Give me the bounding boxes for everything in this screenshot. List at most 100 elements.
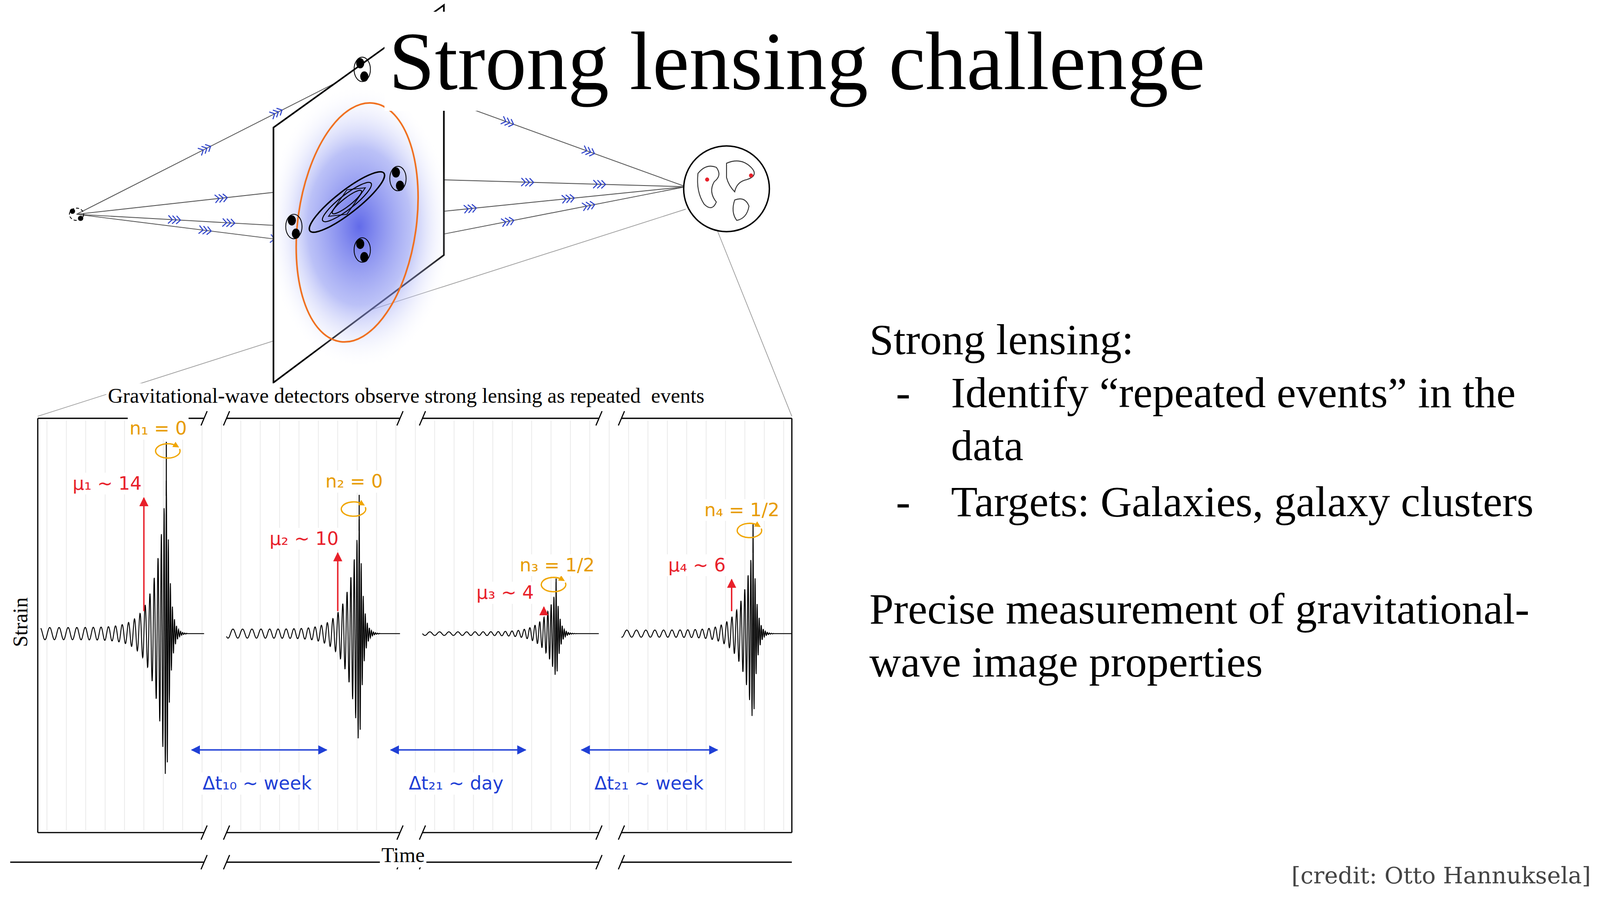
illustration-path <box>222 218 236 228</box>
illustration-line <box>705 420 707 831</box>
illustration-line <box>337 553 339 612</box>
illustration-circle <box>705 177 710 182</box>
bullet-text: Targets: Galaxies, galaxy clusters <box>951 475 1534 529</box>
credit-note: [credit: Otto Hannuksela] <box>1291 861 1591 890</box>
illustration-line <box>511 420 513 831</box>
illustration-line <box>422 861 599 864</box>
illustration-circle <box>749 173 754 178</box>
illustration-line <box>492 420 494 831</box>
illustration-ellipse <box>391 167 401 178</box>
illustration-g <box>354 56 371 82</box>
illustration-path <box>463 203 477 214</box>
illustration-path <box>581 200 596 211</box>
illustration-line <box>395 420 397 831</box>
illustration-path <box>697 165 719 208</box>
illustration-line <box>434 420 436 831</box>
illustration-ellipse <box>354 56 371 82</box>
illustration-line <box>201 855 208 870</box>
illustration-line <box>76 214 294 227</box>
illustration-g <box>9 5 792 870</box>
illustration-ellipse <box>318 177 376 227</box>
illustration-line <box>570 420 571 831</box>
illustration-line <box>165 441 167 496</box>
illustration-ellipse <box>302 164 391 240</box>
illustration-line <box>422 832 599 834</box>
slide-title: Strong lensing challenge <box>384 11 1210 111</box>
illustration-line <box>226 417 400 419</box>
illustration-ellipse <box>281 95 433 351</box>
illustration-line <box>279 420 281 831</box>
illustration-line <box>595 855 602 870</box>
illustration-line <box>422 417 599 419</box>
illustration-ellipse <box>389 166 407 191</box>
illustration-line <box>223 855 230 870</box>
illustration-line <box>201 411 208 426</box>
illustration-path <box>621 530 792 717</box>
illustration-line <box>419 825 426 840</box>
illustration-line <box>221 420 223 831</box>
illustration-line <box>667 420 668 831</box>
illustration-line <box>717 230 792 417</box>
phase-label: n₂ = 0 <box>323 470 385 493</box>
illustration-ellipse <box>395 180 405 191</box>
illustration-line <box>223 411 230 426</box>
illustration-line <box>763 420 765 831</box>
illustration-path <box>521 178 534 187</box>
illustration-line <box>358 494 360 532</box>
illustration-path <box>198 225 212 236</box>
illustration-line <box>621 832 792 834</box>
illustration-line <box>647 420 649 831</box>
illustration-line <box>621 861 792 864</box>
illustration-path <box>328 187 366 217</box>
illustration-line <box>621 417 792 419</box>
illustration-line <box>686 420 688 831</box>
illustration-g <box>40 480 792 774</box>
illustration-line <box>618 855 625 870</box>
illustration-line <box>608 420 610 831</box>
illustration-line <box>419 411 426 426</box>
heading-text: Strong lensing: <box>869 313 1134 367</box>
illustration-line <box>142 497 145 612</box>
magnification-label: μ₄ ~ 6 <box>666 554 728 577</box>
illustration-line <box>783 420 785 831</box>
illustration-line <box>752 523 754 554</box>
phase-label: n₁ = 0 <box>127 417 189 440</box>
illustration-circle <box>69 208 76 214</box>
phase-label: n₃ = 1/2 <box>517 554 597 577</box>
illustration-circle <box>683 146 770 232</box>
illustration-line <box>318 420 319 831</box>
illustration-line <box>66 420 67 831</box>
magnification-label: μ₁ ~ 14 <box>70 472 144 495</box>
illustration-g <box>302 164 391 240</box>
illustration-line <box>240 420 242 831</box>
illustration-line <box>226 832 400 834</box>
illustration-line <box>46 420 48 831</box>
illustration-g <box>69 208 84 222</box>
illustration-line <box>226 861 400 864</box>
illustration-line <box>182 420 184 831</box>
illustration-ellipse <box>265 83 454 370</box>
illustration-line <box>223 825 230 840</box>
illustration-line <box>201 420 203 831</box>
illustration-line <box>628 420 630 831</box>
illustration-line <box>473 420 475 831</box>
illustration-line <box>9 861 204 864</box>
illustration-path <box>214 193 228 203</box>
illustration-ellipse <box>329 187 364 217</box>
illustration-ellipse <box>356 58 365 69</box>
illustration-g <box>201 411 625 870</box>
delay-label: Δt₂₁ ~ week <box>592 772 706 795</box>
illustration-path <box>501 216 515 227</box>
illustration-line <box>37 832 205 834</box>
illustration-path <box>736 523 762 538</box>
magnification-label: μ₃ ~ 4 <box>474 581 536 604</box>
illustration-path <box>733 199 750 221</box>
illustration-line <box>595 411 602 426</box>
illustration-path <box>422 581 599 675</box>
illustration-g <box>9 418 792 863</box>
illustration-g <box>389 166 407 191</box>
illustration-path <box>726 160 755 192</box>
illustration-line <box>191 749 327 751</box>
illustration-ellipse <box>287 215 296 226</box>
